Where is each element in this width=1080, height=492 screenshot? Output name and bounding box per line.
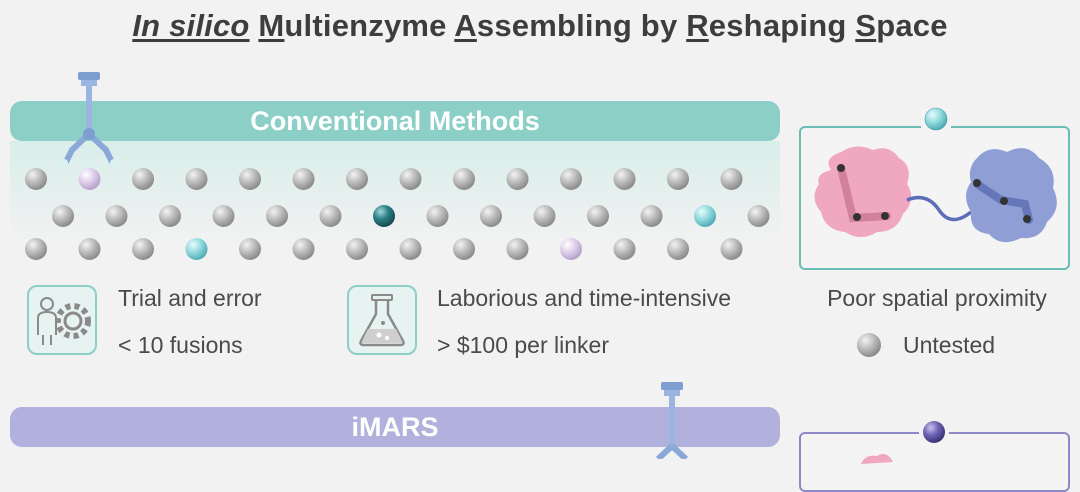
untested-sphere (560, 168, 582, 190)
title-letter-r: R (686, 8, 709, 43)
purple-sphere-marker-icon (919, 421, 949, 443)
title-part-r: eshaping (708, 8, 856, 43)
sphere-grid (25, 168, 770, 260)
untested-sphere (132, 168, 154, 190)
untested-sphere (399, 168, 422, 190)
untested-sphere (667, 238, 689, 260)
untested-sphere (185, 168, 208, 190)
untested-sphere (613, 238, 636, 260)
untested-sphere (506, 238, 529, 260)
untested-sphere (25, 238, 47, 260)
laborious-icon-box (347, 285, 417, 355)
feature-linker-cost: > $100 per linker (437, 332, 609, 358)
poor-proximity-panel (799, 126, 1070, 270)
title-letter-s: S (855, 8, 877, 43)
title-part-s: pace (876, 8, 948, 43)
imars-robotic-arm-icon (655, 382, 689, 459)
untested-sphere (346, 238, 368, 260)
untested-sphere (480, 205, 502, 227)
conventional-sphere-field (10, 141, 780, 269)
untested-sphere (292, 168, 315, 190)
untested-sphere (159, 205, 181, 227)
untested-sphere-icon (857, 333, 881, 357)
linker (906, 195, 973, 222)
untested-sphere (132, 238, 154, 260)
untested-sphere (52, 205, 74, 227)
untested-sphere (506, 168, 529, 190)
untested-sphere (319, 205, 342, 227)
untested-sphere (667, 168, 689, 190)
untested-sphere (266, 205, 288, 227)
lilac-sphere (78, 168, 101, 190)
feature-trial-error: Trial and error (118, 285, 262, 311)
person-gear-icon (37, 297, 91, 345)
untested-sphere (453, 168, 475, 190)
light-teal-sphere (185, 238, 208, 260)
title-in-silico: In silico (132, 8, 250, 43)
title-part-m: ultienzyme (284, 8, 455, 43)
untested-sphere (25, 168, 47, 190)
feature-laborious: Laborious and time-intensive (437, 285, 732, 311)
page-title: In silico Multienzyme Assembling by Resh… (0, 8, 1080, 44)
imars-banner: iMARS (10, 407, 780, 447)
untested-sphere (720, 238, 743, 260)
untested-sphere (292, 238, 315, 260)
untested-sphere (747, 205, 770, 227)
light-teal-sphere (694, 205, 716, 227)
untested-sphere (587, 205, 609, 227)
untested-sphere (239, 168, 261, 190)
legend-untested-label: Untested (903, 332, 996, 358)
untested-sphere (720, 168, 743, 190)
conventional-methods-banner: Conventional Methods (10, 101, 780, 141)
untested-sphere (78, 238, 101, 260)
dark-teal-sphere (373, 205, 395, 227)
untested-sphere (399, 238, 422, 260)
enzyme-pair-illustration (814, 146, 1057, 243)
trial-error-icon-box (27, 285, 97, 355)
untested-sphere (105, 205, 128, 227)
flask-icon (359, 294, 405, 347)
untested-sphere (426, 205, 449, 227)
untested-sphere (453, 238, 475, 260)
pink-enzyme (814, 146, 912, 237)
untested-sphere (613, 168, 636, 190)
untested-sphere (346, 168, 368, 190)
robotic-claw-icon (60, 72, 118, 167)
untested-sphere (239, 238, 261, 260)
feature-fusion-count: < 10 fusions (118, 332, 243, 358)
lilac-sphere (560, 238, 582, 260)
untested-sphere (640, 205, 663, 227)
title-letter-a: A (454, 8, 477, 43)
poor-proximity-label: Poor spatial proximity (827, 285, 1047, 311)
title-part-a: ssembling by (476, 8, 687, 43)
title-letter-m: M (258, 8, 285, 43)
untested-sphere (212, 205, 235, 227)
teal-sphere-marker-icon (921, 107, 951, 131)
untested-sphere (533, 205, 556, 227)
blue-enzyme (966, 148, 1057, 243)
